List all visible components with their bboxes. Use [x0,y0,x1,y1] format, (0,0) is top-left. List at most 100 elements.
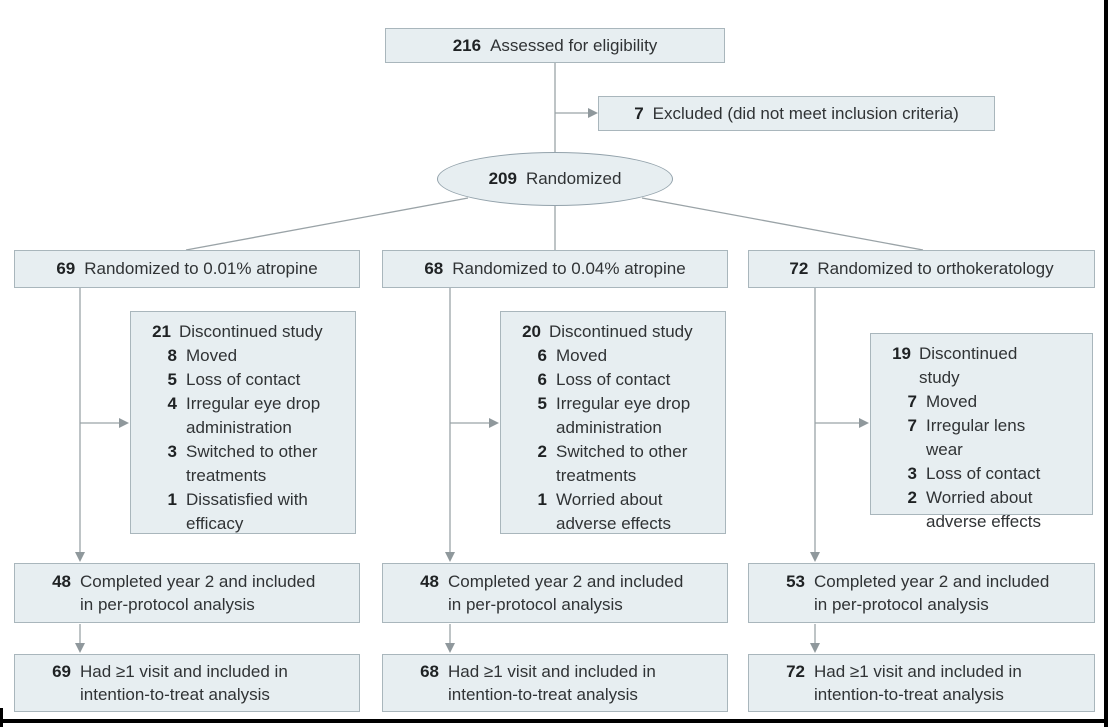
arrowhead-arm2-discontinued [489,418,499,428]
arm1-itt-box: 69 Had ≥1 visit and included in intentio… [14,654,360,712]
arrowhead-arm1-itt [75,643,85,653]
arm2-discontinued-label: Discontinued study [549,322,693,341]
reason-count: 6 [537,346,547,365]
arm3-completed-label: Completed year 2 and included in per-pro… [814,572,1050,614]
arm3-randomized-box: 72 Randomized to orthokeratology [748,250,1095,288]
reason-label: Moved [186,346,238,365]
arm1-itt-count: 69 [52,662,71,681]
arm1-itt-label: Had ≥1 visit and included in intention-t… [80,662,288,704]
assessed-box: 216 Assessed for eligibility [385,28,725,63]
arm1-discontinued-count: 21 [152,322,171,341]
reason-label: Irregular eye drop administration [186,394,321,437]
arm1-completed-label: Completed year 2 and included in per-pro… [80,572,316,614]
arm3-discontinued-label: Discontinued study [919,344,1018,387]
randomized-count: 209 [488,169,517,188]
arm2-discontinued-box: 20 Discontinued study 6 Moved 6 Loss of … [500,311,726,534]
arrowhead-arm3-discontinued [859,418,869,428]
reason-count: 3 [907,464,917,483]
randomized-ellipse: 209 Randomized [437,152,673,206]
arm2-discontinued-header: 20 Discontinued study [515,320,702,344]
reason-row: 2 Switched to other treatments [515,440,702,488]
arm1-randomized-label: Randomized to 0.01% atropine [84,259,318,278]
arrowhead-excluded [588,108,598,118]
excluded-count: 7 [634,103,644,123]
reason-count: 2 [907,488,917,507]
reason-label: Loss of contact [556,370,671,389]
arm2-randomized-box: 68 Randomized to 0.04% atropine [382,250,728,288]
arm2-itt-count: 68 [420,662,439,681]
reason-label: Moved [926,392,978,411]
reason-row: 5 Loss of contact [145,368,332,392]
arm3-itt-box: 72 Had ≥1 visit and included in intentio… [748,654,1095,712]
reason-label: Dissatisfied with efficacy [186,490,308,533]
reason-row: 7 Moved [885,390,1054,414]
reason-label: Irregular lens wear [926,416,1026,459]
reason-count: 6 [537,370,547,389]
arm1-discontinued-label: Discontinued study [179,322,323,341]
line-randomized-to-arm3 [641,197,924,251]
reason-row: 6 Loss of contact [515,368,702,392]
reason-row: 2 Worried about adverse effects [885,486,1054,534]
reason-count: 5 [167,370,177,389]
arm3-discontinued-box: 19 Discontinued study 7 Moved 7 Irregula… [870,333,1093,531]
reason-row: 6 Moved [515,344,702,368]
reason-row: 8 Moved [145,344,332,368]
arm2-itt-label: Had ≥1 visit and included in intention-t… [448,662,656,704]
excluded-label: Excluded (did not meet inclusion criteri… [652,103,959,123]
line-randomized-to-arm1 [185,197,469,251]
arrowhead-arm2-completed [445,552,455,562]
arm1-randomized-count: 69 [56,259,76,278]
excluded-box: 7 Excluded (did not meet inclusion crite… [598,96,995,131]
reason-count: 2 [537,442,547,461]
arm3-itt-count: 72 [786,662,805,681]
arm2-randomized-label: Randomized to 0.04% atropine [452,259,686,278]
reason-label: Loss of contact [926,464,1041,483]
arm1-completed-box: 48 Completed year 2 and included in per-… [14,563,360,623]
arrowhead-arm3-itt [810,643,820,653]
randomized-label: Randomized [525,169,622,188]
reason-row: 7 Irregular lens wear [885,414,1054,462]
reason-label: Worried about adverse effects [556,490,671,533]
arm3-completed-count: 53 [786,572,805,591]
reason-count: 7 [907,416,917,435]
reason-row: 5 Irregular eye drop administration [515,392,702,440]
reason-row: 3 Loss of contact [885,462,1054,486]
reason-count: 1 [167,490,177,509]
arrowhead-arm3-completed [810,552,820,562]
arm3-randomized-label: Randomized to orthokeratology [817,259,1054,278]
reason-label: Irregular eye drop administration [556,394,691,437]
reason-count: 7 [907,392,917,411]
arm3-itt-label: Had ≥1 visit and included in intention-t… [814,662,1022,704]
arm3-randomized-count: 72 [789,259,809,278]
arm3-completed-box: 53 Completed year 2 and included in per-… [748,563,1095,623]
reason-count: 5 [537,394,547,413]
arm2-completed-box: 48 Completed year 2 and included in per-… [382,563,728,623]
right-rule [1104,0,1108,727]
reason-row: 4 Irregular eye drop administration [145,392,332,440]
arrowhead-arm1-completed [75,552,85,562]
arm1-discontinued-box: 21 Discontinued study 8 Moved 5 Loss of … [130,311,356,534]
reason-label: Switched to other treatments [186,442,318,485]
reason-row: 3 Switched to other treatments [145,440,332,488]
arm2-discontinued-count: 20 [522,322,541,341]
arm2-completed-label: Completed year 2 and included in per-pro… [448,572,684,614]
reason-row: 1 Dissatisfied with efficacy [145,488,332,536]
assessed-label: Assessed for eligibility [490,35,658,55]
reason-count: 1 [537,490,547,509]
reason-label: Moved [556,346,608,365]
reason-label: Loss of contact [186,370,301,389]
reason-label: Switched to other treatments [556,442,688,485]
reason-count: 4 [167,394,177,413]
reason-row: 1 Worried about adverse effects [515,488,702,536]
arm1-completed-count: 48 [52,572,71,591]
arrowhead-arm2-itt [445,643,455,653]
assessed-count: 216 [452,35,482,55]
reason-count: 8 [167,346,177,365]
arm3-discontinued-header: 19 Discontinued study [885,342,1054,390]
bottom-rule [0,719,1108,723]
arm2-completed-count: 48 [420,572,439,591]
reason-count: 3 [167,442,177,461]
arm2-itt-box: 68 Had ≥1 visit and included in intentio… [382,654,728,712]
arm1-discontinued-header: 21 Discontinued study [145,320,332,344]
